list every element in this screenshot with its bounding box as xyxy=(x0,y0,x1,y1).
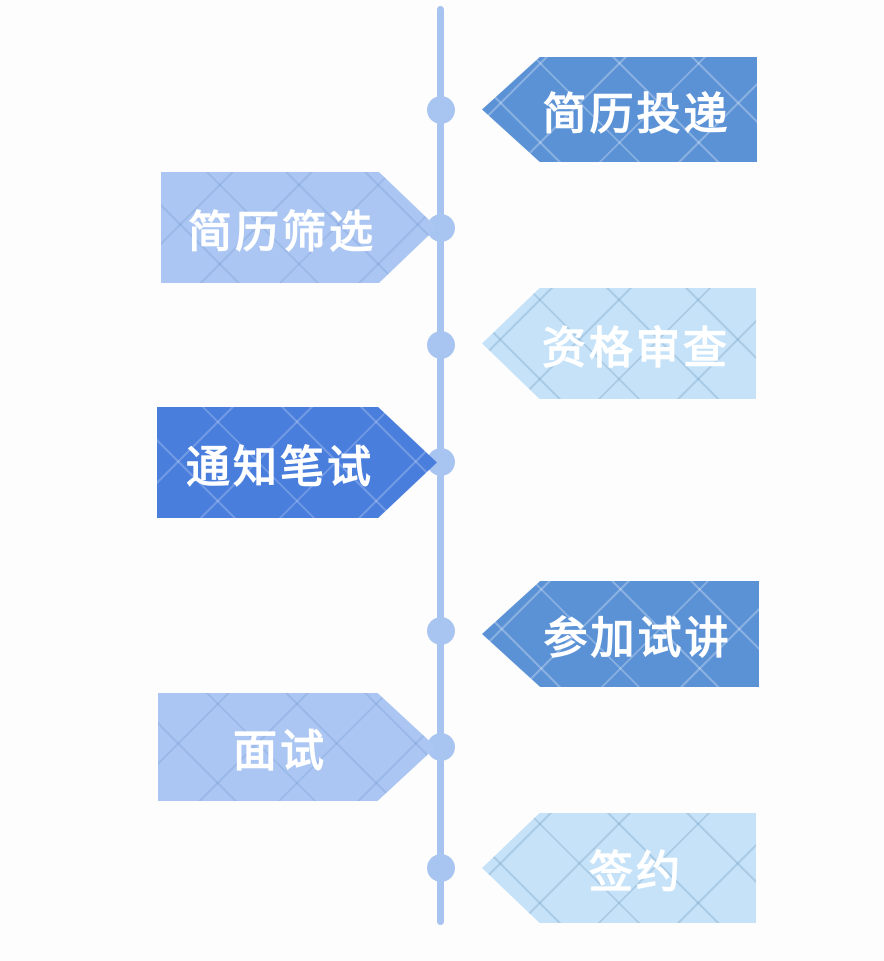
step-banner-interview: 面试 xyxy=(158,693,436,801)
step-banner-resume-submission: 简历投递 xyxy=(482,57,757,162)
step-banner-signing: 签约 xyxy=(482,813,756,923)
step-banner-written-test-notice: 通知笔试 xyxy=(157,407,437,518)
step-label: 签约 xyxy=(589,848,683,897)
step-banner-trial-lecture: 参加试讲 xyxy=(482,581,759,687)
step-label: 简历投递 xyxy=(542,89,731,139)
timeline-dot xyxy=(427,96,455,124)
timeline-dot xyxy=(427,854,455,882)
timeline-dot xyxy=(427,617,455,645)
step-banner-qualification-review: 资格审查 xyxy=(482,288,756,399)
step-label: 通知笔试 xyxy=(186,442,374,492)
step-label: 参加试讲 xyxy=(543,614,732,663)
timeline-dot xyxy=(427,331,455,359)
step-label: 资格审查 xyxy=(542,323,730,373)
step-label: 简历筛选 xyxy=(188,207,376,257)
step-label: 面试 xyxy=(233,727,327,776)
step-banner-resume-screening: 简历筛选 xyxy=(161,172,437,283)
